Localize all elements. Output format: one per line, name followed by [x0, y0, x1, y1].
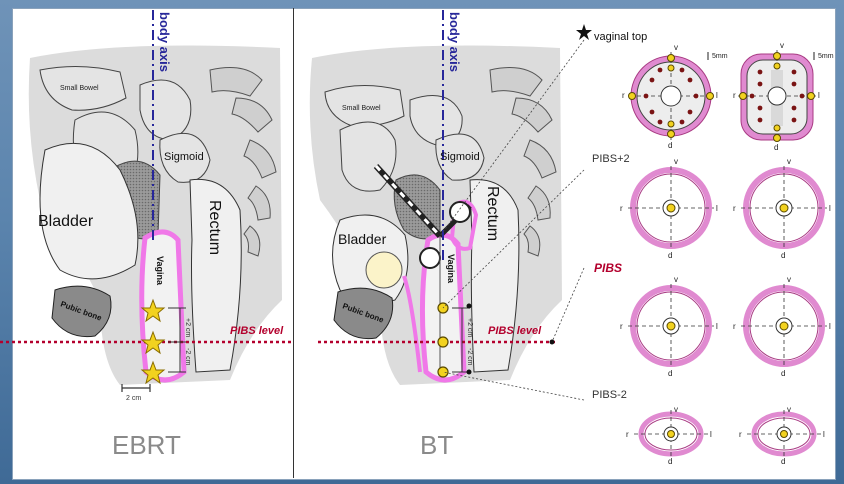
section-label-pibs-plus-2: PIBS+2	[592, 153, 630, 165]
orient-l: l	[823, 430, 825, 439]
vagina-label: Vagina	[446, 254, 456, 284]
sigmoid-label: Sigmoid	[440, 151, 480, 163]
section-label-pibs: PIBS	[594, 261, 622, 275]
vagina-label: Vagina	[155, 256, 165, 286]
orient-l: l	[818, 91, 820, 100]
orient-d: d	[781, 251, 785, 260]
section-pibs-plus-2-left	[628, 166, 714, 250]
section-pibs-minus-2-left	[634, 410, 708, 458]
ebrt-title: EBRT	[112, 430, 181, 460]
orient-r: r	[733, 322, 736, 331]
bladder-label: Bladder	[338, 231, 387, 247]
orient-r: r	[739, 430, 742, 439]
orient-d: d	[781, 369, 785, 378]
bladder-balloon	[366, 252, 402, 288]
pibs-level-label: PIBS level	[488, 325, 542, 337]
section-pibs-minus-2-right	[747, 410, 821, 458]
orient-l: l	[716, 204, 718, 213]
orient-l: l	[829, 322, 831, 331]
vagina-contour	[142, 232, 184, 380]
orient-v: v	[780, 41, 784, 50]
orient-v: v	[674, 43, 678, 52]
orient-d: d	[781, 457, 785, 466]
rectum-label: Rectum	[206, 200, 223, 255]
scale-5mm-label: 5mm	[712, 53, 728, 60]
orient-l: l	[829, 204, 831, 213]
sigmoid-label: Sigmoid	[164, 151, 204, 163]
orient-r: r	[620, 204, 623, 213]
body-axis-label: body axis	[157, 12, 172, 72]
orient-v: v	[787, 157, 791, 166]
section-vaginal-top-right	[738, 50, 816, 142]
orient-l: l	[716, 322, 718, 331]
dim-lower-label: -2 cm	[466, 348, 473, 366]
orient-d: d	[668, 457, 672, 466]
orient-d: d	[774, 143, 778, 152]
small-bowel-label: Small Bowel	[342, 105, 381, 112]
dim-lower-label: -2 cm	[184, 348, 191, 366]
body-axis-label: body axis	[447, 12, 462, 72]
orient-v: v	[674, 405, 678, 414]
orient-v: v	[674, 157, 678, 166]
scale-bar-label: 2 cm	[126, 395, 141, 402]
section-label-vaginal-top: vaginal top	[594, 31, 647, 43]
vaginal-top-star	[576, 24, 592, 40]
orient-r: r	[622, 91, 625, 100]
dim-upper-label: +2 cm	[466, 318, 473, 337]
dim-upper-label: +2 cm	[184, 318, 191, 337]
pibs-level-label: PIBS level	[230, 325, 284, 337]
orient-v: v	[787, 275, 791, 284]
section-pibs-plus-2-right	[741, 166, 827, 250]
section-vaginal-top-left	[629, 52, 714, 140]
orient-r: r	[620, 322, 623, 331]
orient-v: v	[787, 405, 791, 414]
orient-d: d	[668, 141, 672, 150]
orient-d: d	[668, 251, 672, 260]
section-pibs-left	[628, 284, 714, 368]
section-label-pibs-minus-2: PIBS-2	[592, 389, 627, 401]
rectum-label: Rectum	[484, 186, 501, 241]
orient-v: v	[674, 275, 678, 284]
small-bowel-label: Small Bowel	[60, 85, 99, 92]
orient-l: l	[710, 430, 712, 439]
scale-bar	[122, 384, 150, 392]
orient-l: l	[716, 91, 718, 100]
bladder-label: Bladder	[38, 213, 94, 230]
orient-d: d	[668, 369, 672, 378]
section-pibs-right	[741, 284, 827, 368]
orient-r: r	[733, 204, 736, 213]
bt-title: BT	[420, 430, 453, 460]
orient-r: r	[626, 430, 629, 439]
orient-r: r	[733, 91, 736, 100]
scale-5mm-label: 5mm	[818, 53, 834, 60]
